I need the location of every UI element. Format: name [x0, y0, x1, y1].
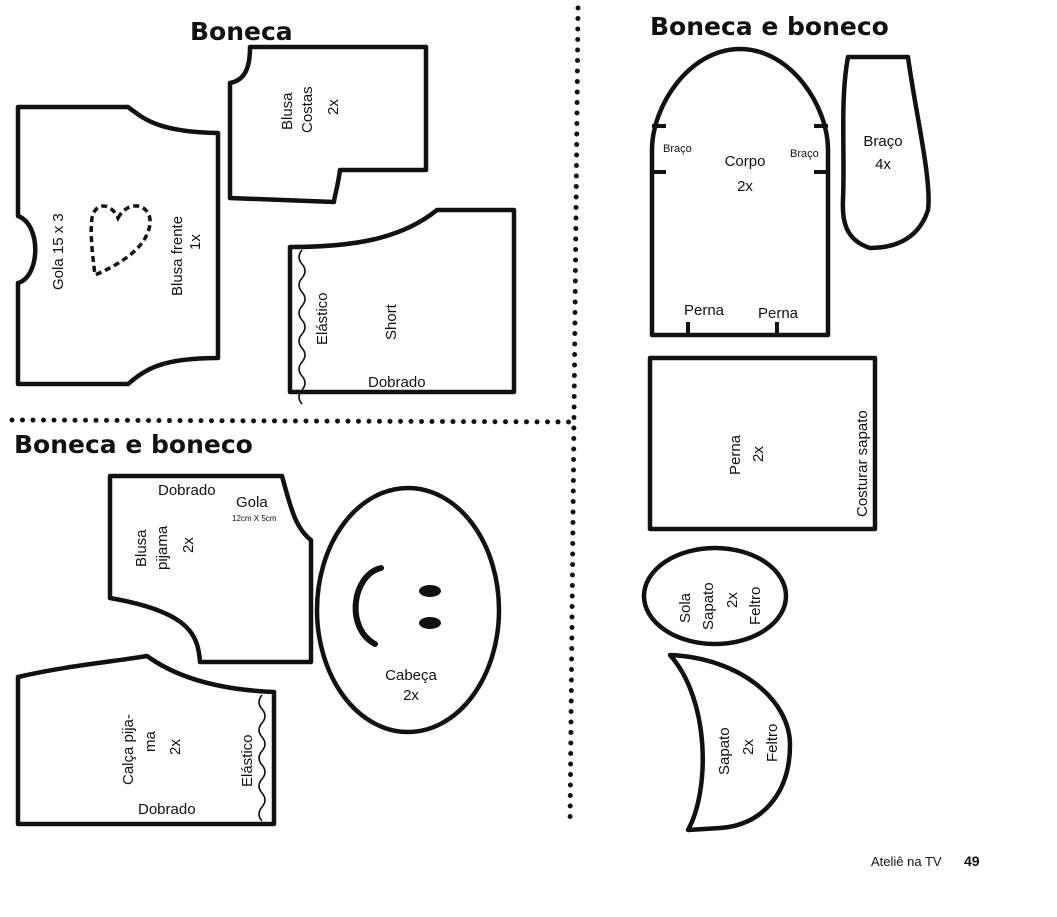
piece-sapato: Sapato 2x Feltro [667, 652, 793, 833]
piece-short: Elástico Short Dobrado [287, 207, 517, 405]
short-label: Short [383, 303, 400, 340]
blusa-pijama-line1: Blusa [133, 529, 150, 567]
corpo-label: Corpo [725, 153, 766, 170]
perna-qty: 2x [750, 446, 767, 462]
corpo-perna-right: Perna [758, 305, 799, 322]
heart-outline [89, 204, 152, 278]
vertical-divider [567, 5, 581, 829]
blusa-pijama-gola-size: 12cm X 5cm [232, 514, 277, 523]
piece-corpo: Braço Braço Corpo 2x Perna Perna [649, 46, 831, 338]
blusa-pijama-line2: pijama [154, 525, 171, 570]
blusa-frente-label: Blusa frente [169, 216, 186, 296]
sola-line2: Sapato [700, 582, 717, 630]
piece-braco: Braço 4x [840, 54, 931, 251]
blusa-pijama-fold: Dobrado [158, 482, 216, 499]
calca-pijama-fold: Dobrado [138, 801, 196, 818]
sapato-line1: Sapato [716, 727, 733, 775]
section-title-boneca: Boneca [190, 17, 293, 46]
calca-pijama-qty: 2x [167, 739, 184, 755]
piece-cabeca: Cabeça 2x [314, 485, 502, 735]
footer-publication: Ateliê na TV [871, 854, 942, 869]
piece-calca-pijama: Calça pija- ma 2x Elástico Dobrado [15, 653, 277, 827]
braco-qty: 4x [875, 156, 891, 173]
cabeca-qty: 2x [403, 687, 419, 704]
corpo-braco-left: Braço [663, 143, 692, 155]
piece-blusa-frente: Gola 15 x 3 Blusa frente 1x [15, 104, 221, 387]
short-elastic-label: Elástico [314, 292, 331, 345]
calca-pijama-line2: ma [142, 731, 159, 752]
sapato-line2: Feltro [764, 724, 781, 762]
sola-qty: 2x [724, 592, 741, 608]
calca-pijama-elastic: Elástico [239, 734, 256, 787]
gola-label: Gola 15 x 3 [50, 213, 67, 290]
blusa-pijama-qty: 2x [180, 537, 197, 553]
corpo-qty: 2x [737, 178, 753, 195]
horizontal-divider [9, 417, 581, 425]
perna-label: Perna [727, 434, 744, 475]
corpo-braco-right: Braço [790, 148, 819, 160]
piece-perna: Perna 2x Costurar sapato [647, 355, 878, 532]
section-title-boneca-e-boneco-left: Boneca e boneco [14, 430, 253, 459]
piece-blusa-pijama: Dobrado Gola 12cm X 5cm Blusa pijama 2x [107, 473, 314, 665]
short-fold-label: Dobrado [368, 374, 426, 391]
blusa-frente-qty: 1x [187, 234, 204, 250]
section-title-boneca-e-boneco-right: Boneca e boneco [650, 12, 889, 41]
footer-page-number: 49 [964, 853, 980, 869]
sapato-qty: 2x [740, 739, 757, 755]
smile-icon [352, 565, 384, 647]
blusa-costas-line2: Costas [299, 86, 316, 133]
elastic-wave [298, 249, 306, 405]
blusa-costas-line1: Blusa [279, 92, 296, 130]
blusa-costas-qty: 2x [325, 99, 342, 115]
cabeca-label: Cabeça [385, 667, 437, 684]
sola-line1: Sola [677, 592, 694, 623]
calca-pijama-line1: Calça pija- [120, 714, 137, 785]
eye-icon [419, 585, 441, 597]
sola-line3: Feltro [747, 587, 764, 625]
blusa-pijama-gola: Gola [236, 494, 268, 511]
perna-side-label: Costurar sapato [854, 410, 871, 517]
braco-label: Braço [863, 133, 902, 150]
piece-sola: Sola Sapato 2x Feltro [641, 545, 789, 647]
piece-blusa-costas: Blusa Costas 2x [227, 44, 429, 205]
elastic-wave [258, 694, 266, 822]
eye-icon [419, 617, 441, 629]
corpo-perna-left: Perna [684, 302, 725, 319]
